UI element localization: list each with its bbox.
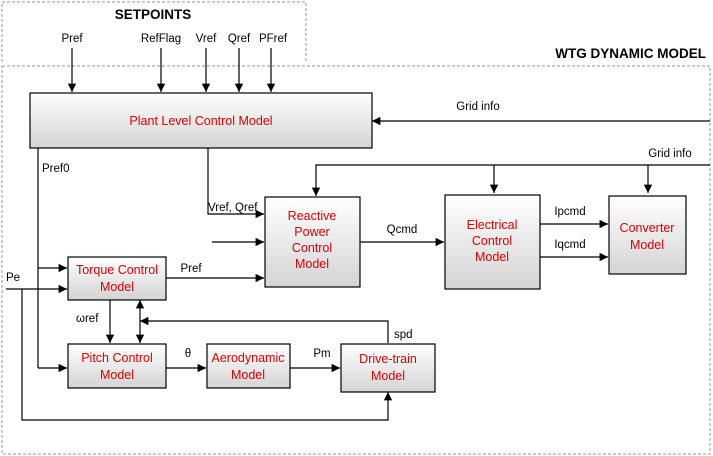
plant-label-1: Plant Level Control Model (129, 114, 272, 128)
label-spd: spd (394, 329, 413, 341)
label-theta: θ (185, 348, 191, 360)
aerodynamic-block: Aerodynamic Model (206, 343, 291, 389)
label-qref: Qref (228, 33, 251, 45)
electrical-control-block: Electrical Control Model (444, 194, 541, 290)
label-pref-torque: Pref (180, 263, 202, 275)
line-grid-info-2 (315, 164, 710, 193)
torque-control-block: Torque Control Model (67, 256, 167, 301)
label-ipcmd: Ipcmd (554, 206, 585, 218)
converter-label-1: Converter (620, 221, 675, 235)
pitch-control-block: Pitch Control Model (67, 343, 167, 389)
reactive-label-1: Reactive (288, 209, 337, 223)
aero-label-1: Aerodynamic (212, 351, 285, 365)
label-vref-qref: Vref, Qref (208, 202, 258, 214)
electrical-label-3: Model (475, 250, 509, 264)
reactive-label-3: Control (292, 241, 332, 255)
setpoints-frame (1, 1, 307, 62)
plant-level-control-block: Plant Level Control Model (29, 92, 373, 149)
label-grid-info-1: Grid info (456, 101, 499, 113)
aero-label-2: Model (231, 368, 265, 382)
arrow-vref-qref (207, 148, 264, 219)
pitch-label-1: Pitch Control (81, 351, 153, 365)
label-iqcmd: Iqcmd (554, 239, 585, 251)
reactive-power-control-block: Reactive Power Control Model (264, 196, 361, 288)
torque-label-2: Model (100, 280, 134, 294)
electrical-label-2: Control (472, 234, 512, 248)
label-pfref: PFref (259, 33, 288, 45)
electrical-label-1: Electrical (467, 218, 518, 232)
label-qcmd: Qcmd (387, 224, 418, 236)
pitch-label-2: Model (100, 368, 134, 382)
converter-block: Converter Model (608, 195, 687, 275)
label-pref: Pref (61, 33, 83, 45)
label-pref0: Pref0 (42, 163, 70, 175)
label-omega-ref: ωref (76, 313, 99, 325)
label-grid-info-2: Grid info (648, 148, 691, 160)
reactive-label-2: Power (294, 225, 329, 239)
reactive-label-4: Model (295, 257, 329, 271)
setpoints-title: SETPOINTS (115, 7, 192, 22)
drivetrain-label-2: Model (371, 369, 405, 383)
label-refflag: RefFlag (141, 33, 181, 45)
wtg-model-frame (1, 65, 711, 455)
torque-label-1: Torque Control (76, 263, 158, 277)
label-pe: Pe (6, 272, 20, 284)
converter-label-2: Model (630, 238, 664, 252)
label-pm: Pm (313, 348, 330, 360)
arrow-spd-feedback (140, 316, 389, 343)
drivetrain-label-1: Drive-train (359, 352, 417, 366)
wtg-model-title: WTG DYNAMIC MODEL (555, 46, 706, 61)
drive-train-block: Drive-train Model (340, 343, 436, 393)
label-vref: Vref (196, 33, 217, 45)
arrow-pe-drivetrain (21, 289, 393, 421)
